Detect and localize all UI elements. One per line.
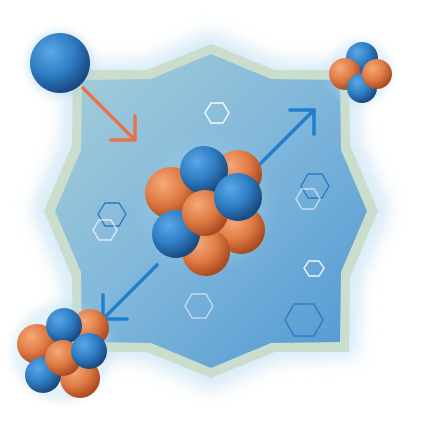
hexagon-icon [284,303,324,337]
hexagon-icon [97,202,127,227]
arrow-out-top-right [256,108,316,168]
nucleus [144,143,268,276]
hexagon-decorations [92,102,330,337]
hexagon-icon [300,173,330,199]
hexagon-icon [184,293,214,319]
fragment-bottom-left [12,302,112,402]
proton [362,59,392,89]
hexagon-icon [204,102,230,124]
neutron [46,308,82,344]
neutron [180,146,228,194]
hexagon-icon [303,260,325,277]
hexagon-icon [92,219,118,241]
neutron [71,333,107,369]
arrow-incoming [81,86,137,142]
hexagon-icon [295,188,321,210]
incoming-neutron [26,30,94,98]
neutron [214,173,262,221]
fragment-top-right [328,40,392,104]
